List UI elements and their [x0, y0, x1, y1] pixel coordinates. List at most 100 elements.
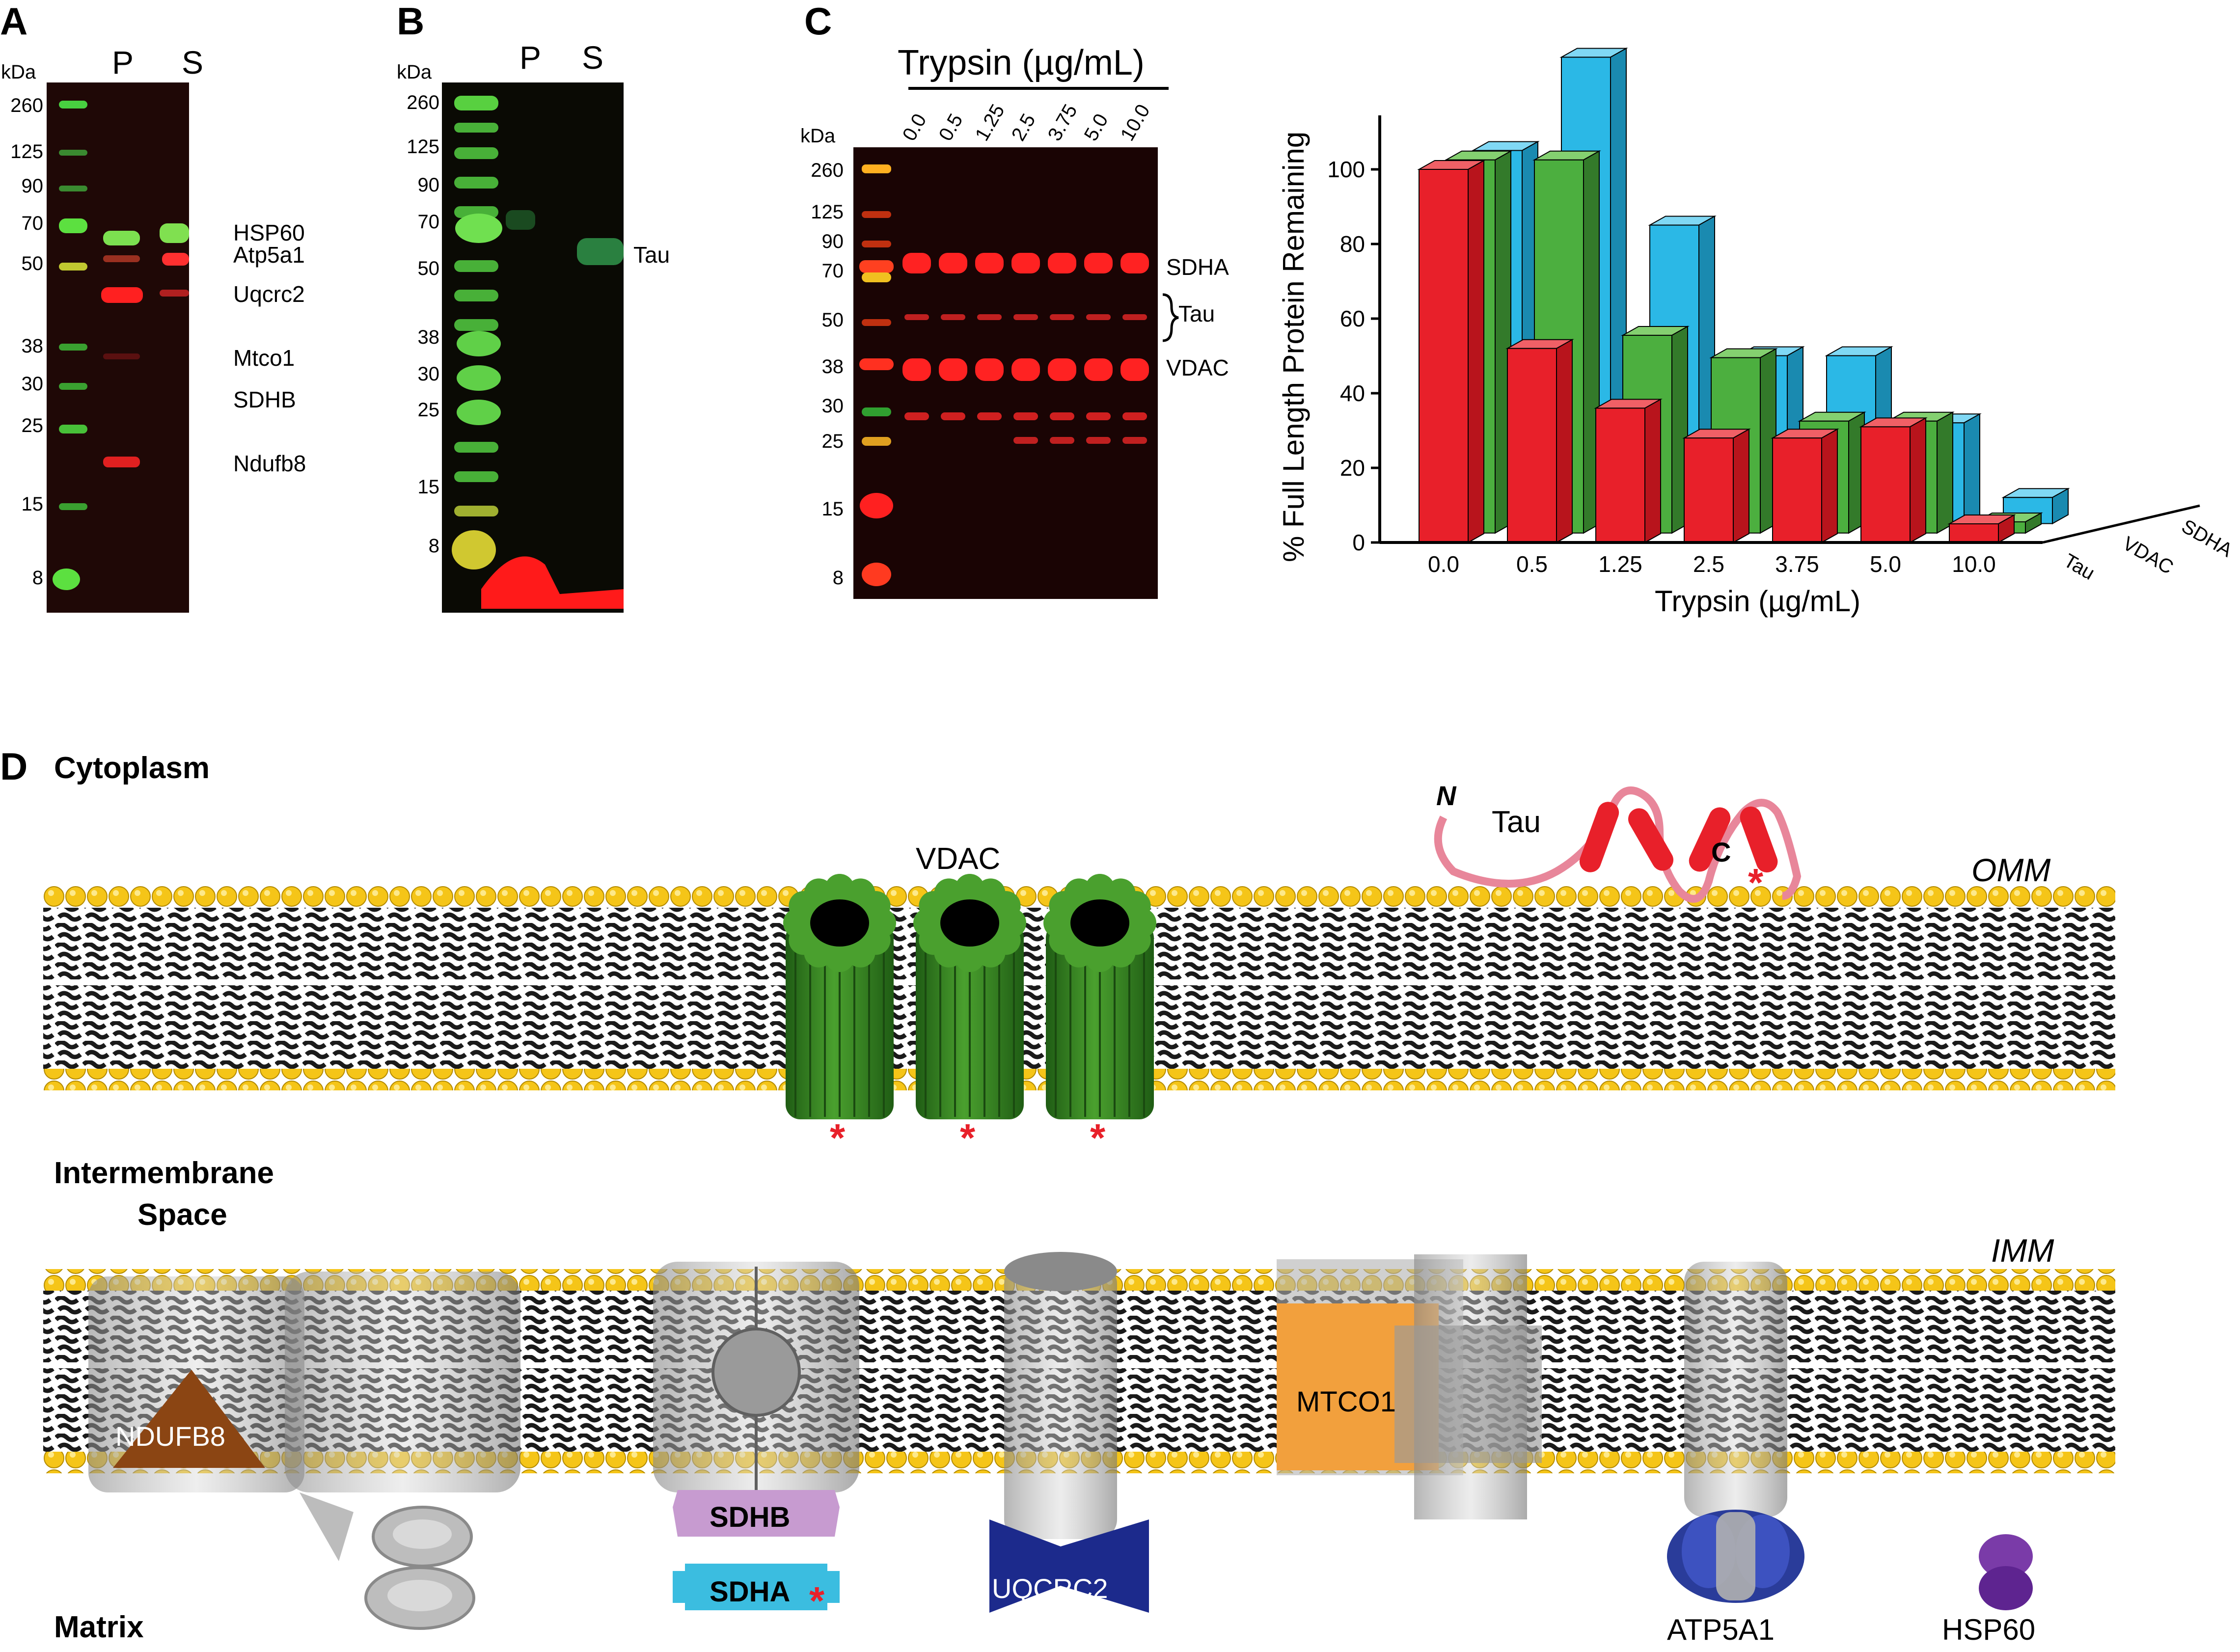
- vdac-label: VDAC: [916, 842, 1000, 876]
- marker-15: 15: [22, 493, 44, 515]
- label-tau: Tau: [1178, 301, 1215, 326]
- vdac-trypsin-site-icon: *: [1090, 1116, 1106, 1160]
- x-tick-label: 1.25: [1598, 551, 1642, 577]
- omm-label: OMM: [1971, 852, 2050, 888]
- fragment-band: [1013, 437, 1038, 444]
- tau-band: [1122, 314, 1147, 320]
- marker-8: 8: [429, 535, 439, 557]
- atp-synthase: ATP5A1: [1667, 1262, 1804, 1646]
- trypsin-title: Trypsin (µg/mL): [898, 43, 1145, 82]
- vdac-band: [1084, 358, 1113, 381]
- x-axis-label: Trypsin (µg/mL): [1655, 585, 1860, 618]
- sdha-band: [939, 253, 967, 273]
- vdac-barrel: *: [783, 874, 896, 1160]
- panel-a-kda: kDa: [1, 61, 36, 83]
- panel-a-letter: A: [0, 0, 27, 43]
- panel-a-markers: 260 125 90 70 50 38 30 25 15 8: [10, 95, 43, 589]
- panel-a-s-atp5a1: [162, 253, 189, 266]
- lane-conc-label: 0.5: [935, 110, 967, 144]
- imm-label: IMM: [1991, 1232, 2054, 1269]
- label-mtco1: Mtco1: [233, 345, 295, 371]
- x-tick-label: 0.0: [1428, 551, 1459, 577]
- intermembrane-label-1: Intermembrane: [54, 1156, 274, 1190]
- panel-b-letter: B: [397, 0, 424, 43]
- fragment-band: [1122, 437, 1147, 444]
- sdha-label: SDHA: [710, 1576, 790, 1608]
- bar-tau: [1417, 160, 1486, 543]
- y-tick-label: 40: [1340, 380, 1365, 406]
- complex-ii: SDHB SDHA *: [653, 1262, 859, 1623]
- marker-38: 38: [822, 356, 844, 378]
- panel-b-s-tau: [577, 238, 624, 265]
- bar-tau: [1682, 428, 1751, 543]
- fragment-band: [1050, 437, 1074, 444]
- panel-a-p-mtco1: [103, 353, 140, 359]
- vdac-band: [1048, 358, 1076, 381]
- y-tick-label: 60: [1340, 306, 1365, 331]
- mtco1-label: MTCO1: [1296, 1386, 1396, 1418]
- marker-90: 90: [822, 231, 844, 252]
- label-sdha: SDHA: [1166, 254, 1229, 280]
- panel-b: B kDa P S 260 125 90: [397, 0, 670, 613]
- intermembrane-label-2: Space: [137, 1198, 227, 1232]
- x-tick-label: 2.5: [1693, 551, 1724, 577]
- fragment-band: [1122, 412, 1147, 420]
- marker-38: 38: [22, 335, 44, 357]
- panel-b-lane-p: P: [519, 39, 541, 76]
- marker-90: 90: [22, 175, 44, 197]
- marker-15: 15: [418, 476, 440, 498]
- vdac-band: [1011, 358, 1040, 381]
- sdha-band: [902, 253, 931, 273]
- panel-c-markers: 260 125 90 70 50 38 30 25 15 8: [811, 160, 844, 589]
- lane-conc-label: 10.0: [1117, 101, 1154, 144]
- tau-band: [1050, 314, 1074, 320]
- matrix-label: Matrix: [54, 1610, 144, 1644]
- panel-a-band-labels: HSP60 Atp5a1 Uqcrc2 Mtco1 SDHB Ndufb8: [233, 220, 306, 476]
- marker-260: 260: [10, 95, 43, 116]
- tau-band: [977, 314, 1002, 320]
- y-axis-label: % Full Length Protein Remaining: [1277, 132, 1310, 562]
- sdha-band: [1011, 253, 1040, 273]
- cytoplasm-label: Cytoplasm: [54, 751, 210, 785]
- x-tick-label: 3.75: [1775, 551, 1819, 577]
- x-tick-label: 10.0: [1952, 551, 1996, 577]
- y-tick-label: 20: [1340, 455, 1365, 481]
- hsp60-label: HSP60: [1942, 1613, 2035, 1646]
- fragment-band: [941, 412, 965, 420]
- panel-a: A kDa P S 260 125 90: [0, 0, 306, 613]
- marker-38: 38: [418, 326, 440, 348]
- lane-conc-label: 3.75: [1044, 101, 1082, 144]
- marker-70: 70: [22, 213, 44, 234]
- sdha-band: [1084, 253, 1113, 273]
- chart-bars: [1417, 47, 2070, 543]
- marker-25: 25: [418, 399, 440, 421]
- panel-a-p-atp5a1: [103, 255, 140, 262]
- fragment-band: [1086, 437, 1111, 444]
- label-uqcrc2: Uqcrc2: [233, 281, 305, 307]
- tau-band: [941, 314, 965, 320]
- lane-conc-label: 0.0: [899, 110, 931, 144]
- sdhb-label: SDHB: [710, 1501, 790, 1533]
- vdac-band: [902, 358, 931, 381]
- marker-50: 50: [822, 309, 844, 331]
- vdac-band: [939, 358, 967, 381]
- marker-260: 260: [811, 160, 844, 181]
- marker-125: 125: [10, 141, 43, 162]
- label-hsp60: HSP60: [233, 220, 305, 245]
- label-atp5a1: Atp5a1: [233, 242, 305, 268]
- panel-a-s-hsp60: [160, 223, 189, 243]
- marker-25: 25: [22, 415, 44, 436]
- marker-70: 70: [822, 260, 844, 282]
- marker-8: 8: [833, 567, 844, 589]
- panel-a-p-uqcrc2: [101, 287, 143, 303]
- panel-c-band-labels: SDHA Tau VDAC: [1162, 254, 1229, 380]
- panel-c-letter: C: [804, 0, 832, 43]
- depth-tick-label: VDAC: [2119, 533, 2177, 579]
- y-tick-label: 100: [1327, 157, 1365, 182]
- vdac-band: [975, 358, 1004, 381]
